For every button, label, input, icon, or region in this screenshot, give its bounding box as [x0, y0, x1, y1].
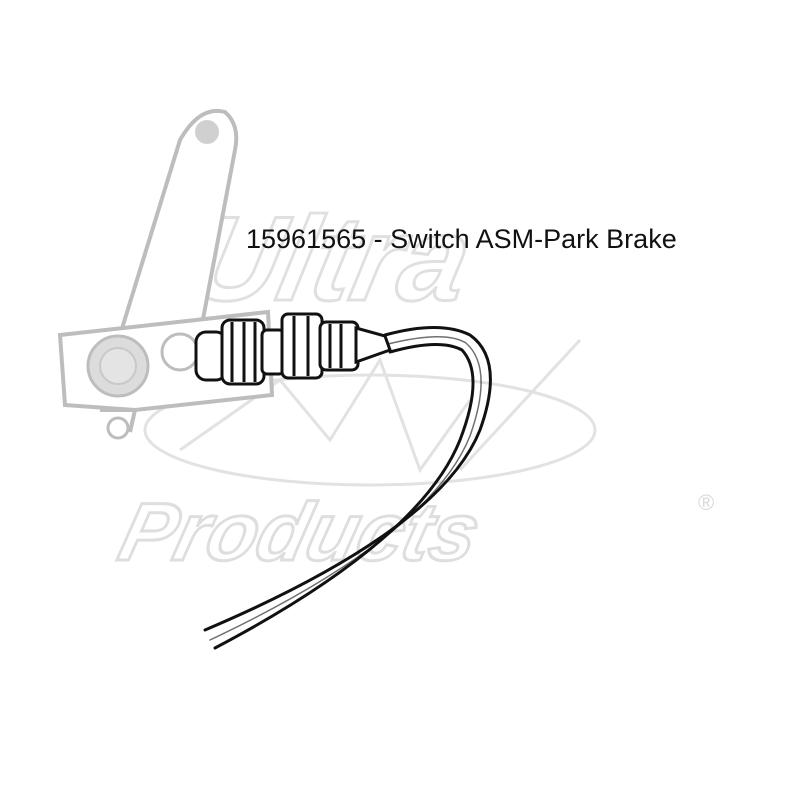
lever-arm: [117, 108, 239, 337]
wire-inner: [209, 336, 482, 641]
watermark-registered-mark: ®: [698, 490, 714, 515]
wire-lower: [213, 342, 475, 650]
wire-harness: [203, 326, 492, 650]
switch-boot: [354, 326, 392, 365]
watermark-products: Products: [111, 486, 489, 578]
wire-upper: [203, 326, 492, 632]
switch-threaded-end: [318, 320, 360, 372]
part-caption: 15961565 - Switch ASM-Park Brake: [246, 224, 677, 254]
switch-hex-nut: [280, 312, 324, 380]
lever-pivot-hole: [195, 120, 219, 144]
lever-bottom-tab: [100, 408, 138, 433]
lever-hub-inner: [99, 347, 137, 385]
watermark-ultra: Ultra: [181, 191, 483, 325]
switch-assembly: [194, 312, 392, 386]
watermark-rv-stroke: [458, 338, 582, 472]
watermark-logo: Ultra Products ®: [109, 190, 714, 580]
lever-screw: [106, 416, 130, 440]
lever-side-hole: [160, 332, 200, 372]
